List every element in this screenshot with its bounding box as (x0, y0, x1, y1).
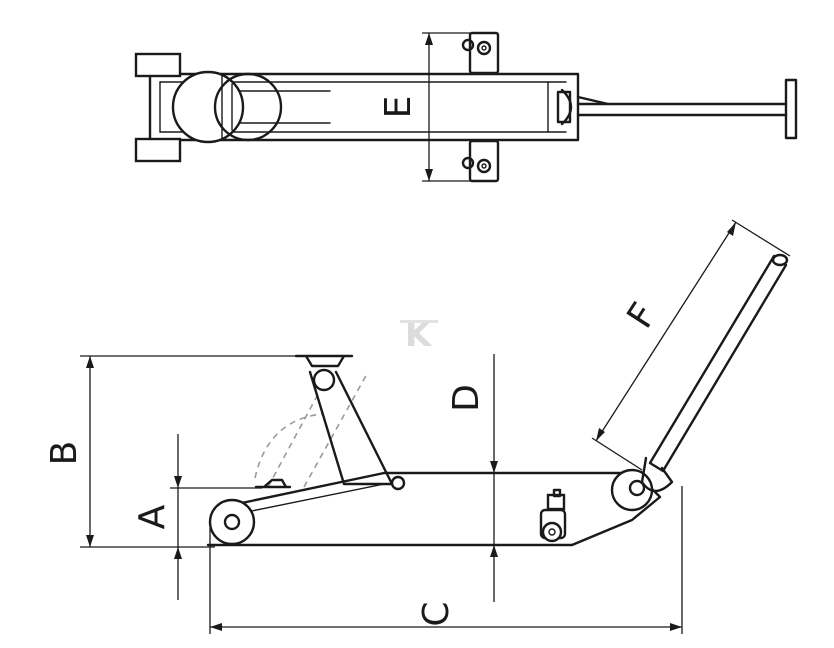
label-c: C (416, 601, 457, 626)
label-d: D (446, 384, 487, 412)
dimension-f-line (595, 221, 737, 442)
front-wheel-bottom (134, 137, 182, 163)
label-f: F (620, 296, 666, 336)
top-view: E (134, 31, 798, 183)
rear-caster-wheel (541, 521, 563, 543)
saddle-pivot (312, 368, 336, 392)
saddle-disc (171, 70, 245, 144)
watermark-bar (400, 320, 438, 323)
saddle-lowered (254, 478, 292, 489)
side-view: F B A D C (44, 219, 791, 634)
lift-arm (308, 370, 394, 486)
label-b: B (44, 441, 85, 466)
front-wheel-top (134, 52, 182, 78)
label-e: E (378, 96, 419, 119)
top-view-chassis (148, 72, 580, 142)
side-handle-tip (771, 253, 789, 267)
label-a: A (132, 504, 173, 529)
pump-pivot (610, 468, 654, 512)
side-handle (648, 254, 788, 473)
front-wheel (208, 498, 256, 546)
handle-socket (640, 456, 674, 493)
saddle-raised (294, 354, 354, 368)
side-frame (206, 471, 662, 547)
top-handle-grip (784, 78, 798, 140)
